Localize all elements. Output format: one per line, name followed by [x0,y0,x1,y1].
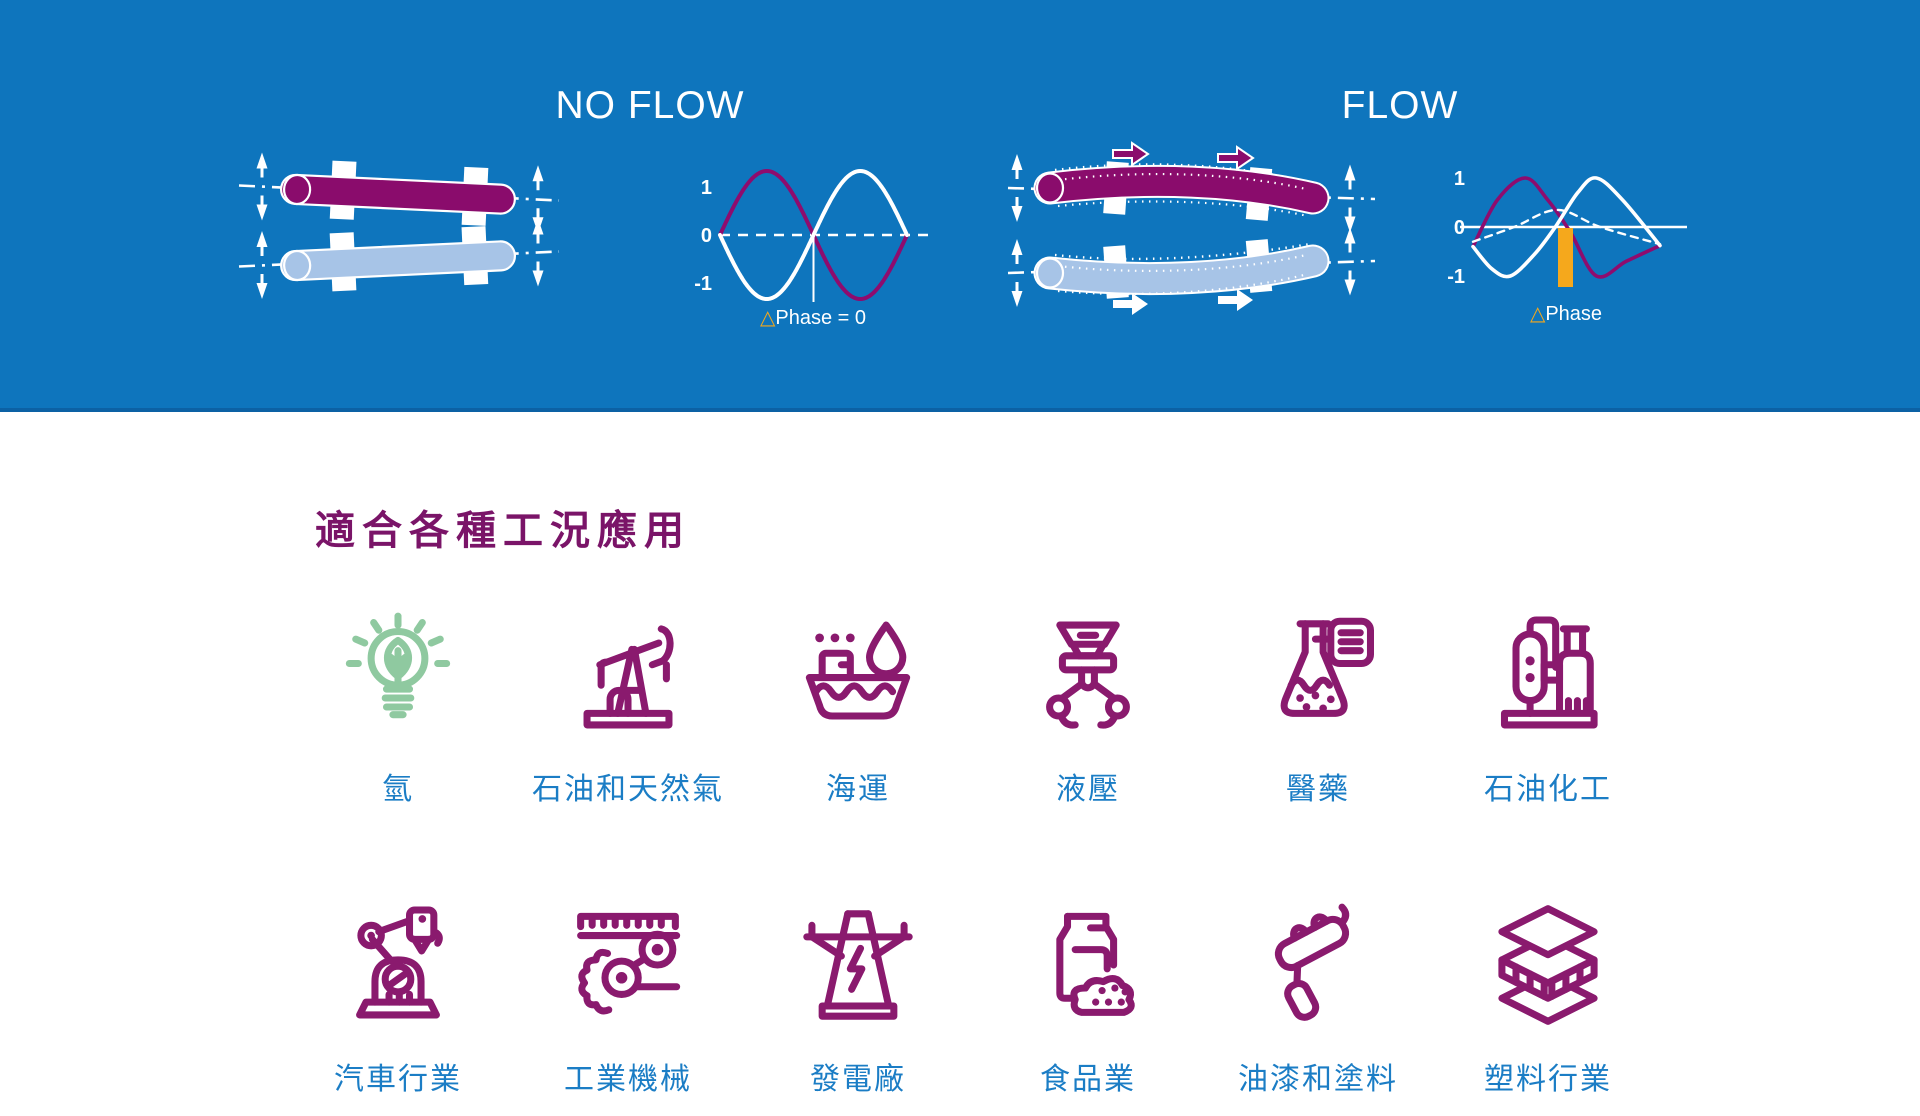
application-item: 液壓 [973,596,1203,808]
application-item: 發電廠 [743,886,973,1098]
ship-icon [778,596,938,754]
paint-roller-icon [1238,886,1398,1044]
tube-2-signal-curve [718,169,909,301]
application-item: 石油和天然氣 [513,596,743,808]
application-item: 工業機械 [513,886,743,1098]
eco-lightbulb-icon [318,596,478,754]
phase-label: △Phase = 0 [760,307,866,329]
applications-grid: 氫 石油和天然氣 [283,596,1663,1098]
application-label: 食品業 [1040,1063,1136,1096]
application-item: 海運 [743,596,973,808]
application-label: 醫藥 [1286,773,1350,806]
y-tick: 1 [1454,168,1465,190]
application-item: 食品業 [973,886,1203,1098]
power-tower-icon [778,886,938,1044]
tube-secondary [280,226,517,292]
principle-banner: NO FLOW FLOW 1 [0,0,1920,412]
mean-signal-curve [1471,208,1662,246]
flow-direction-arrow [1217,145,1255,171]
application-item: 石油化工 [1433,596,1663,808]
application-item: 氫 [283,596,513,808]
y-tick: 1 [701,177,712,199]
y-tick: -1 [694,273,712,295]
flow-direction-arrow [1218,289,1253,311]
no-flow-tubes-diagram [238,151,560,301]
application-item: 油漆和塗料 [1203,886,1433,1098]
tube-secondary-flexed [1033,239,1330,299]
hydraulic-gripper-icon [1008,596,1168,754]
application-label: 石油化工 [1484,773,1612,806]
application-label: 石油和天然氣 [532,773,724,806]
gear-conveyor-icon [548,886,708,1044]
no-flow-phase-chart: 1 0 -1 △Phase = 0 [694,169,936,329]
flow-title: FLOW [1341,84,1459,127]
food-bag-icon [1008,886,1168,1044]
no-flow-title: NO FLOW [555,84,745,127]
outlet-signal-curve [1471,176,1662,279]
application-label: 發電廠 [810,1063,906,1096]
applications-title: 適合各種工況應用 [315,509,691,553]
layers-icon [1468,886,1628,1044]
tube-primary-flexed [1033,161,1330,221]
phase-label: △Phase [1530,303,1602,325]
oil-pumpjack-icon [548,596,708,754]
flow-tubes-diagram [1007,141,1376,315]
application-item: 醫藥 [1203,596,1433,808]
flow-phase-chart: 1 0 -1 △Phase [1447,168,1687,325]
y-tick: -1 [1447,266,1465,288]
inlet-signal-curve [1471,176,1662,279]
flow-direction-arrow [1112,141,1150,167]
flow-direction-arrow [1113,293,1148,315]
application-item: 塑料行業 [1433,886,1663,1098]
application-item: 汽車行業 [283,886,513,1098]
application-label: 工業機械 [564,1063,692,1096]
flask-icon [1238,596,1398,754]
application-label: 汽車行業 [334,1063,462,1096]
robot-arm-icon [318,886,478,1044]
refinery-icon [1468,596,1628,754]
application-label: 塑料行業 [1484,1063,1612,1096]
phase-delta-bar [1558,228,1573,287]
y-tick: 0 [701,225,712,247]
y-tick: 0 [1454,217,1465,239]
application-label: 氫 [382,773,414,806]
application-label: 油漆和塗料 [1238,1063,1398,1096]
application-label: 海運 [826,773,890,806]
application-label: 液壓 [1056,773,1120,806]
tube-primary [279,160,516,226]
